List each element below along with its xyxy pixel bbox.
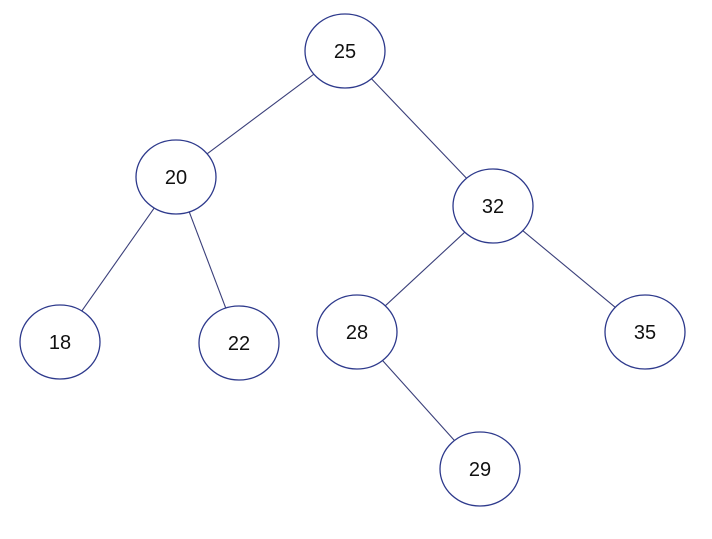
- node-label: 22: [228, 333, 250, 355]
- tree-nodes: 25 20 32 18 22 28 35 29: [19, 13, 686, 507]
- edge-n28-n29: [382, 360, 455, 441]
- edge-n32-n35: [522, 230, 616, 308]
- node-circle: [198, 305, 280, 381]
- node-label: 18: [49, 332, 71, 354]
- node-label: 35: [634, 322, 656, 344]
- node-label: 25: [334, 41, 356, 63]
- tree-node-35: 35: [604, 294, 686, 370]
- tree-edges: [81, 73, 616, 441]
- tree-node-32: 32: [452, 168, 534, 244]
- tree-node-28: 28: [316, 294, 398, 370]
- tree-node-20: 20: [135, 139, 217, 215]
- edge-n25-n32: [371, 78, 467, 179]
- tree-node-25: 25: [304, 13, 386, 89]
- node-circle: [604, 294, 686, 370]
- node-circle: [19, 304, 101, 380]
- node-circle: [135, 139, 217, 215]
- node-label: 29: [469, 459, 491, 481]
- node-label: 32: [482, 196, 504, 218]
- tree-node-22: 22: [198, 305, 280, 381]
- node-label: 20: [165, 167, 187, 189]
- node-label: 28: [346, 322, 368, 344]
- tree-node-18: 18: [19, 304, 101, 380]
- node-circle: [304, 13, 386, 89]
- tree-node-29: 29: [439, 431, 521, 507]
- node-circle: [439, 431, 521, 507]
- edge-n25-n20: [206, 73, 315, 155]
- edge-n32-n28: [384, 231, 466, 307]
- node-circle: [316, 294, 398, 370]
- edge-n20-n18: [81, 207, 155, 312]
- edge-n20-n22: [188, 211, 227, 309]
- node-circle: [452, 168, 534, 244]
